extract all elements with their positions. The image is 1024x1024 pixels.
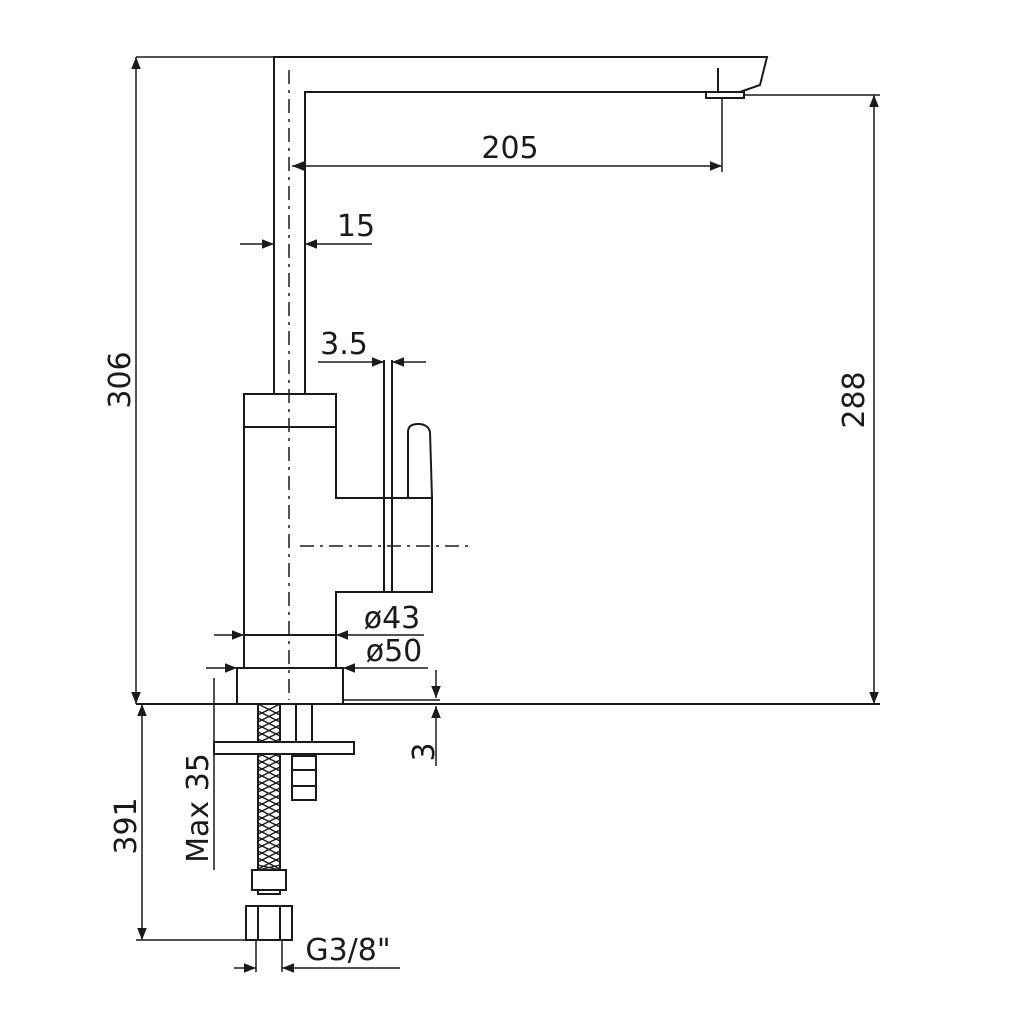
dim-spout-thickness: 15 — [240, 209, 375, 249]
dim-spout-reach: 205 — [292, 98, 723, 172]
hose-connector-nut — [245, 905, 293, 941]
spout-aerator — [705, 68, 745, 99]
mounting-washer — [213, 741, 355, 755]
dim-hose-length: 391 — [109, 704, 292, 941]
dim-spout-reach-label: 205 — [481, 131, 538, 166]
dim-base-diameter-label: ø50 — [366, 634, 423, 669]
handle-cartridge — [391, 497, 433, 593]
dim-inner-diameter: ø43 — [214, 601, 424, 640]
dim-max-counter: Max 35 — [181, 678, 216, 870]
dim-hose-length-label: 391 — [109, 797, 144, 854]
body-base-ring — [236, 667, 344, 705]
dim-inner-diameter-label: ø43 — [364, 601, 421, 636]
dim-total-height: 306 — [103, 56, 274, 704]
dim-thread: G3/8" — [234, 933, 400, 973]
faucet-body — [243, 393, 393, 636]
handle-lever — [407, 422, 433, 499]
dim-spout-thickness-label: 15 — [337, 209, 375, 244]
dim-handle-offset: 3.5 — [318, 327, 426, 367]
fixing-nut — [291, 755, 317, 801]
dim-spout-height-label: 288 — [837, 371, 872, 428]
dim-thread-label: G3/8" — [305, 933, 390, 968]
braided-hose — [257, 703, 281, 895]
dim-handle-offset-label: 3.5 — [320, 327, 368, 362]
dim-total-height-label: 306 — [103, 351, 138, 408]
dim-base-diameter: ø50 — [206, 634, 428, 673]
dim-max-counter-label: Max 35 — [181, 753, 216, 863]
dim-base-plate-label: 3 — [407, 742, 442, 761]
dim-spout-height: 288 — [744, 94, 880, 704]
dim-base-plate: 3 — [343, 670, 442, 766]
hose-ferrule — [251, 869, 287, 891]
body-base-collar — [243, 634, 337, 669]
